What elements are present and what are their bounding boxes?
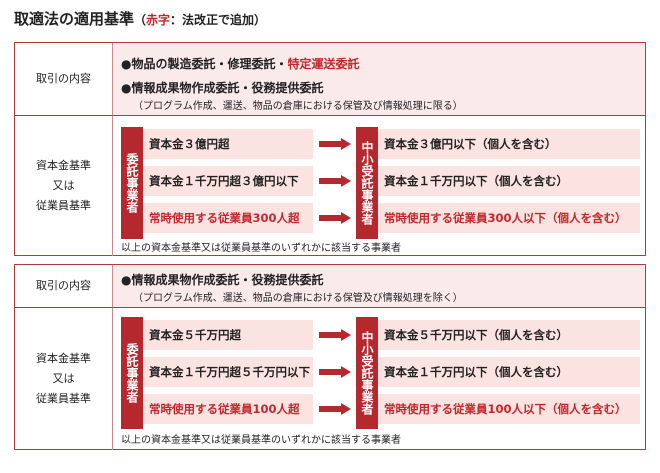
section-2-panel: 取引の内容 ●情報成果物作成委託・役務提供委託 （プログラム作成、運送、物品の倉… — [14, 264, 646, 450]
section-2-row-2-right: 資本金１千万円以下（個人を含む） — [378, 357, 640, 387]
section-1-line2: ●情報成果物作成委託・役務提供委託 — [121, 81, 324, 95]
title-note-red: 赤字 — [146, 13, 171, 27]
right-arrow-icon — [319, 212, 351, 224]
right-arrow-icon — [319, 366, 351, 378]
section-2-transaction-label: 取引の内容 — [15, 265, 113, 307]
section-1-transaction-label: 取引の内容 — [15, 43, 113, 115]
section-1-footer: 以上の資本金基準又は従業員基準のいずれかに該当する事業者 — [121, 243, 401, 254]
section-1-content-bg — [113, 43, 645, 115]
section-1-row-3-right: 常時使用する従業員300人以下（個人を含む） — [378, 203, 640, 233]
section-2-content-bg — [113, 265, 645, 307]
section-1-line1-red: 特定運送委託 — [287, 57, 360, 71]
section-2-line3: （プログラム作成、運送、物品の倉庫における保管及び情報処理を除く） — [133, 293, 463, 304]
right-arrow-icon — [319, 403, 351, 415]
right-arrow-icon — [319, 138, 351, 150]
criteria-label-line: 従業員基準 — [36, 392, 91, 405]
section-2-row-3-right: 常時使用する従業員100人以下（個人を含む） — [378, 394, 640, 424]
section-2-row-1-right: 資本金５千万円以下（個人を含む） — [378, 320, 640, 350]
section-1-line1-prefix: ●物品の製造委託・修理委託・ — [121, 57, 288, 71]
section-1-consignee-label: 中小受託事業者 — [356, 127, 378, 239]
section-1-divider — [15, 115, 645, 116]
title-text: 取適法の適用基準 — [14, 10, 135, 28]
section-2-criteria-label: 資本金基準 又は 従業員基準 — [15, 308, 113, 450]
section-1-panel: 取引の内容 ●物品の製造委託・修理委託・特定運送委託 ●情報成果物作成委託・役務… — [14, 42, 646, 256]
criteria-label-line: 又は — [52, 372, 75, 385]
criteria-label-line: 又は — [52, 179, 75, 192]
title-note-rest: ：法改正で追加） — [170, 13, 267, 27]
page-title: 取適法の適用基準（赤字：法改正で追加） — [14, 8, 266, 29]
section-1-criteria-label: 資本金基準 又は 従業員基準 — [15, 116, 113, 256]
right-arrow-icon — [319, 175, 351, 187]
section-1-line3: （プログラム作成、運送、物品の倉庫における保管及び情報処理に限る） — [133, 101, 463, 112]
title-note-open: （ — [134, 13, 147, 27]
section-1-row-2-left: 資本金１千万円超３億円以下 — [143, 166, 313, 196]
section-2-consignee-label: 中小受託事業者 — [356, 317, 378, 429]
criteria-label-line: 従業員基準 — [36, 199, 91, 212]
section-1-row-2-right: 資本金１千万円以下（個人を含む） — [378, 166, 640, 196]
criteria-label-line: 資本金基準 — [36, 159, 91, 172]
section-2-consignor-label: 委託事業者 — [121, 317, 143, 429]
section-2-row-2-left: 資本金１千万円超５千万円以下 — [143, 357, 313, 387]
section-2-line2: ●情報成果物作成委託・役務提供委託 — [121, 273, 324, 287]
section-2-row-3-left: 常時使用する従業員100人超 — [143, 394, 313, 424]
section-2-footer: 以上の資本金基準又は従業員基準のいずれかに該当する事業者 — [121, 435, 401, 446]
title-note: （赤字：法改正で追加） — [134, 13, 266, 27]
section-2-divider — [15, 307, 645, 308]
criteria-label-line: 資本金基準 — [36, 352, 91, 365]
section-1-row-1-left: 資本金３億円超 — [143, 129, 313, 159]
section-1-row-1-right: 資本金３億円以下（個人を含む） — [378, 129, 640, 159]
section-1-line1: ●物品の製造委託・修理委託・特定運送委託 — [121, 55, 360, 72]
right-arrow-icon — [319, 329, 351, 341]
section-1-consignor-label: 委託事業者 — [121, 127, 143, 239]
section-1-row-3-left: 常時使用する従業員300人超 — [143, 203, 313, 233]
section-2-row-1-left: 資本金５千万円超 — [143, 320, 313, 350]
